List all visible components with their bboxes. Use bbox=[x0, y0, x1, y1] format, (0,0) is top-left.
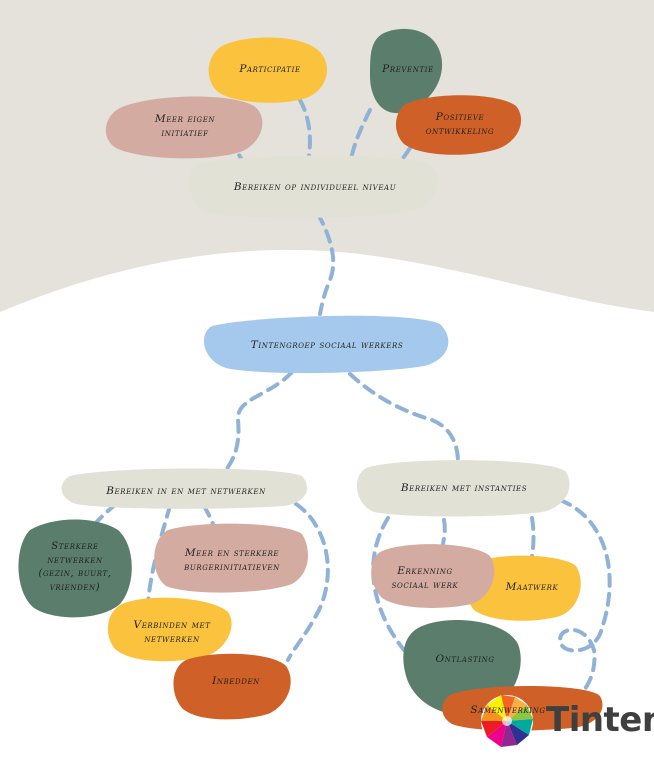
label-sterkere-netwerken: Sterkere netwerken (gezin, buurt, vriend… bbox=[38, 541, 112, 593]
label-meer-eigen-initiatief: Meer eigen initiatief bbox=[154, 112, 216, 139]
blob-inbedden bbox=[173, 653, 291, 720]
blob-positieve-ontwikkeling bbox=[395, 95, 522, 155]
label-netwerken: Bereiken in en met netwerken bbox=[106, 484, 266, 497]
label-erkenning: Erkenning sociaal werk bbox=[391, 564, 459, 591]
label-inbedden: Inbedden bbox=[212, 674, 260, 687]
connector-samenwerking bbox=[557, 498, 612, 692]
blob-sterkere-netwerken bbox=[18, 519, 132, 618]
label-tintengroep: Tintengroep sociaal werkers bbox=[250, 338, 404, 351]
label-verbinden: Verbinden met netwerken bbox=[133, 618, 211, 645]
blob-erkenning bbox=[371, 544, 495, 608]
connector-tintengroep-netwerken bbox=[224, 370, 294, 472]
connector-verbinden bbox=[146, 504, 172, 606]
connector-tintengroep-instanties bbox=[348, 372, 460, 464]
label-positieve-ontwikkeling: Positieve ontwikkeling bbox=[425, 110, 495, 137]
blob-verbinden bbox=[107, 597, 232, 662]
blob-netwerken bbox=[61, 468, 308, 509]
blob-meer-eigen-initiatief bbox=[105, 96, 263, 159]
label-ontlasting: Ontlasting bbox=[435, 652, 495, 665]
label-instanties: Bereiken met instanties bbox=[400, 481, 528, 494]
connector-inbedden bbox=[286, 502, 330, 662]
label-preventie: Preventie bbox=[382, 62, 434, 75]
label-burgerinitiatieven: Meer en sterkere burgerinitiatieven bbox=[184, 546, 280, 573]
label-individueel: Bereiken op individueel niveau bbox=[233, 180, 397, 193]
tinten-logo-text: Tinten bbox=[546, 700, 654, 740]
blob-individueel bbox=[189, 155, 439, 218]
blob-preventie bbox=[370, 28, 443, 114]
connector-maatwerk bbox=[530, 516, 536, 558]
blob-burgerinitiatieven bbox=[154, 523, 308, 593]
label-participatie: Participatie bbox=[239, 62, 301, 75]
blob-tintengroep bbox=[203, 315, 449, 374]
blob-instanties bbox=[356, 460, 570, 517]
blob-participatie bbox=[208, 37, 328, 103]
connector-erkenning bbox=[440, 518, 447, 550]
label-maatwerk: Maatwerk bbox=[505, 580, 559, 593]
label-samenwerking: Samenwerking bbox=[470, 703, 546, 716]
connector-individueel-tintengroep bbox=[316, 212, 336, 316]
tinten-logo-mark bbox=[481, 695, 533, 747]
blob-maatwerk bbox=[466, 555, 581, 621]
